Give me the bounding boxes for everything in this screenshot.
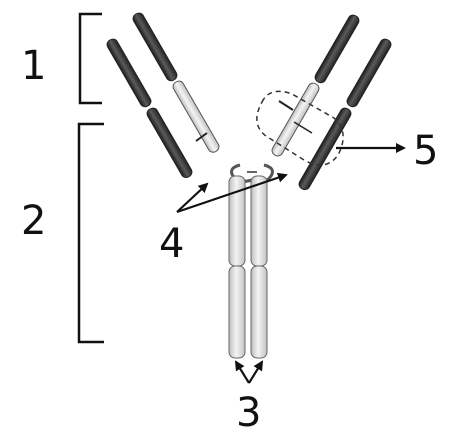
label-region-2: 2 <box>21 198 46 244</box>
left-light-chain-constant-segment <box>146 107 193 178</box>
right-light-chain-constant-segment <box>298 107 352 191</box>
fc-right-upper-segment <box>250 175 268 267</box>
right-light-chain-variable-segment <box>346 38 392 108</box>
fc-stem <box>228 175 268 359</box>
label-region-1: 1 <box>21 43 46 89</box>
right-heavy-chain-constant-segment <box>271 82 320 157</box>
left-light-chain-variable-segment <box>106 38 152 108</box>
fc-left-lower-segment <box>228 265 246 359</box>
left-arm <box>106 12 220 178</box>
label-arrow-3: 3 <box>236 390 261 430</box>
left-heavy-chain-arm <box>132 12 220 153</box>
right-heavy-chain-variable-segment <box>314 14 360 84</box>
fc-right-lower-segment <box>250 265 268 359</box>
right-heavy-chain-arm <box>271 14 360 157</box>
arrow-4-to-left-constant <box>176 182 209 213</box>
arrow-3-right <box>248 360 264 384</box>
arrow-3-left <box>234 360 250 384</box>
right-interchain-disulfide <box>278 100 294 111</box>
label-arrow-5: 5 <box>413 128 438 174</box>
right-constant-divider <box>293 121 313 134</box>
arrows-4 <box>176 172 288 214</box>
left-heavy-chain-variable-segment <box>132 12 178 82</box>
left-heavy-chain-constant-segment <box>172 80 220 153</box>
left-light-chain <box>106 38 193 178</box>
label-arrow-4: 4 <box>159 221 184 267</box>
arrows-3 <box>234 360 264 384</box>
left-interchain-disulfide <box>195 132 208 142</box>
right-arm <box>256 14 392 191</box>
right-light-chain <box>298 38 392 191</box>
bracket-region-1 <box>78 12 102 105</box>
bracket-region-2 <box>77 122 104 344</box>
arrow-4-to-right-constant <box>176 172 288 214</box>
